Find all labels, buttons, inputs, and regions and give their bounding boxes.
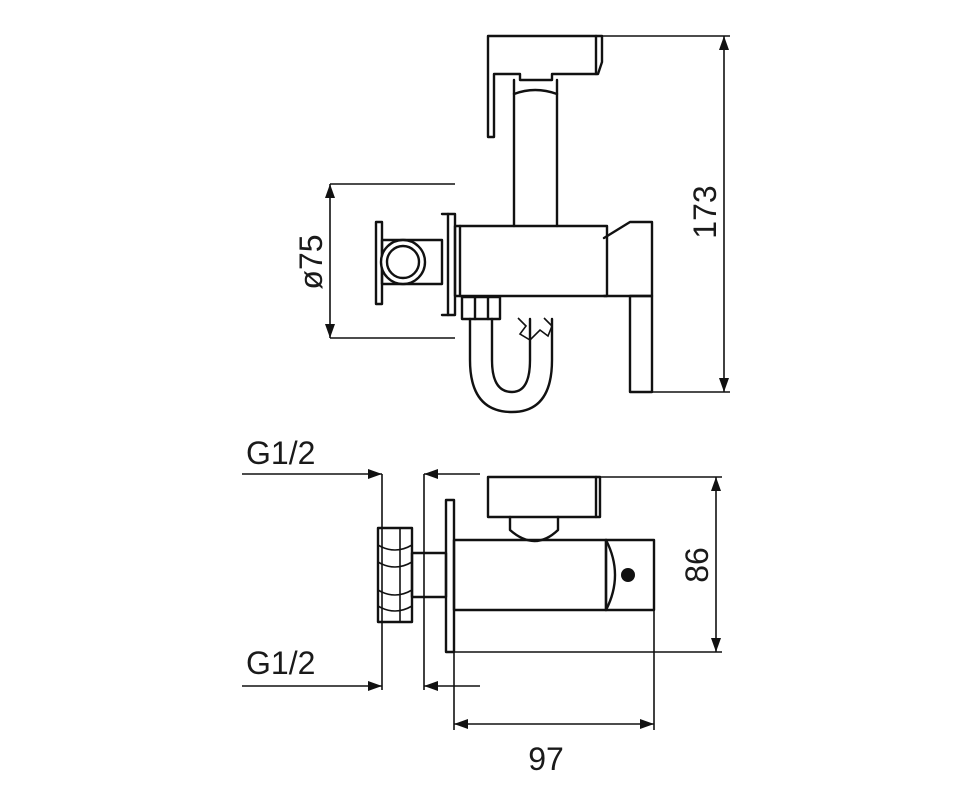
dimension-173-label: 173 bbox=[687, 185, 723, 238]
side-lever bbox=[604, 538, 656, 612]
dimension-diameter: ø75 bbox=[293, 183, 455, 339]
side-valve-body bbox=[452, 538, 608, 612]
thread-bottom-label: G1/2 bbox=[246, 645, 315, 681]
dimension-173: 173 bbox=[602, 35, 730, 393]
hose-loop bbox=[468, 317, 554, 414]
thread-callout-top: G1/2 bbox=[242, 435, 480, 690]
dimension-86: 86 bbox=[454, 476, 722, 653]
thread-callout-bottom: G1/2 bbox=[242, 645, 480, 691]
thread-top-label: G1/2 bbox=[246, 435, 315, 471]
hose-nut bbox=[460, 295, 502, 321]
side-view: G1/2 G1/2 86 bbox=[242, 435, 722, 777]
wall-flange bbox=[440, 212, 457, 317]
dimension-97: 97 bbox=[453, 610, 655, 777]
side-connector bbox=[376, 526, 448, 624]
hose-holder bbox=[374, 220, 444, 306]
side-holder bbox=[486, 475, 602, 543]
dimension-86-label: 86 bbox=[679, 547, 715, 583]
lever-pivot-dot bbox=[621, 568, 635, 582]
valve-body bbox=[453, 224, 609, 298]
shower-head-outline bbox=[486, 34, 604, 139]
dimension-97-label: 97 bbox=[528, 741, 564, 777]
lever-handle bbox=[602, 220, 654, 394]
front-view: ø75 173 bbox=[293, 34, 730, 414]
vertical-stem bbox=[512, 78, 559, 228]
dimension-diameter-label: ø75 bbox=[293, 234, 329, 289]
